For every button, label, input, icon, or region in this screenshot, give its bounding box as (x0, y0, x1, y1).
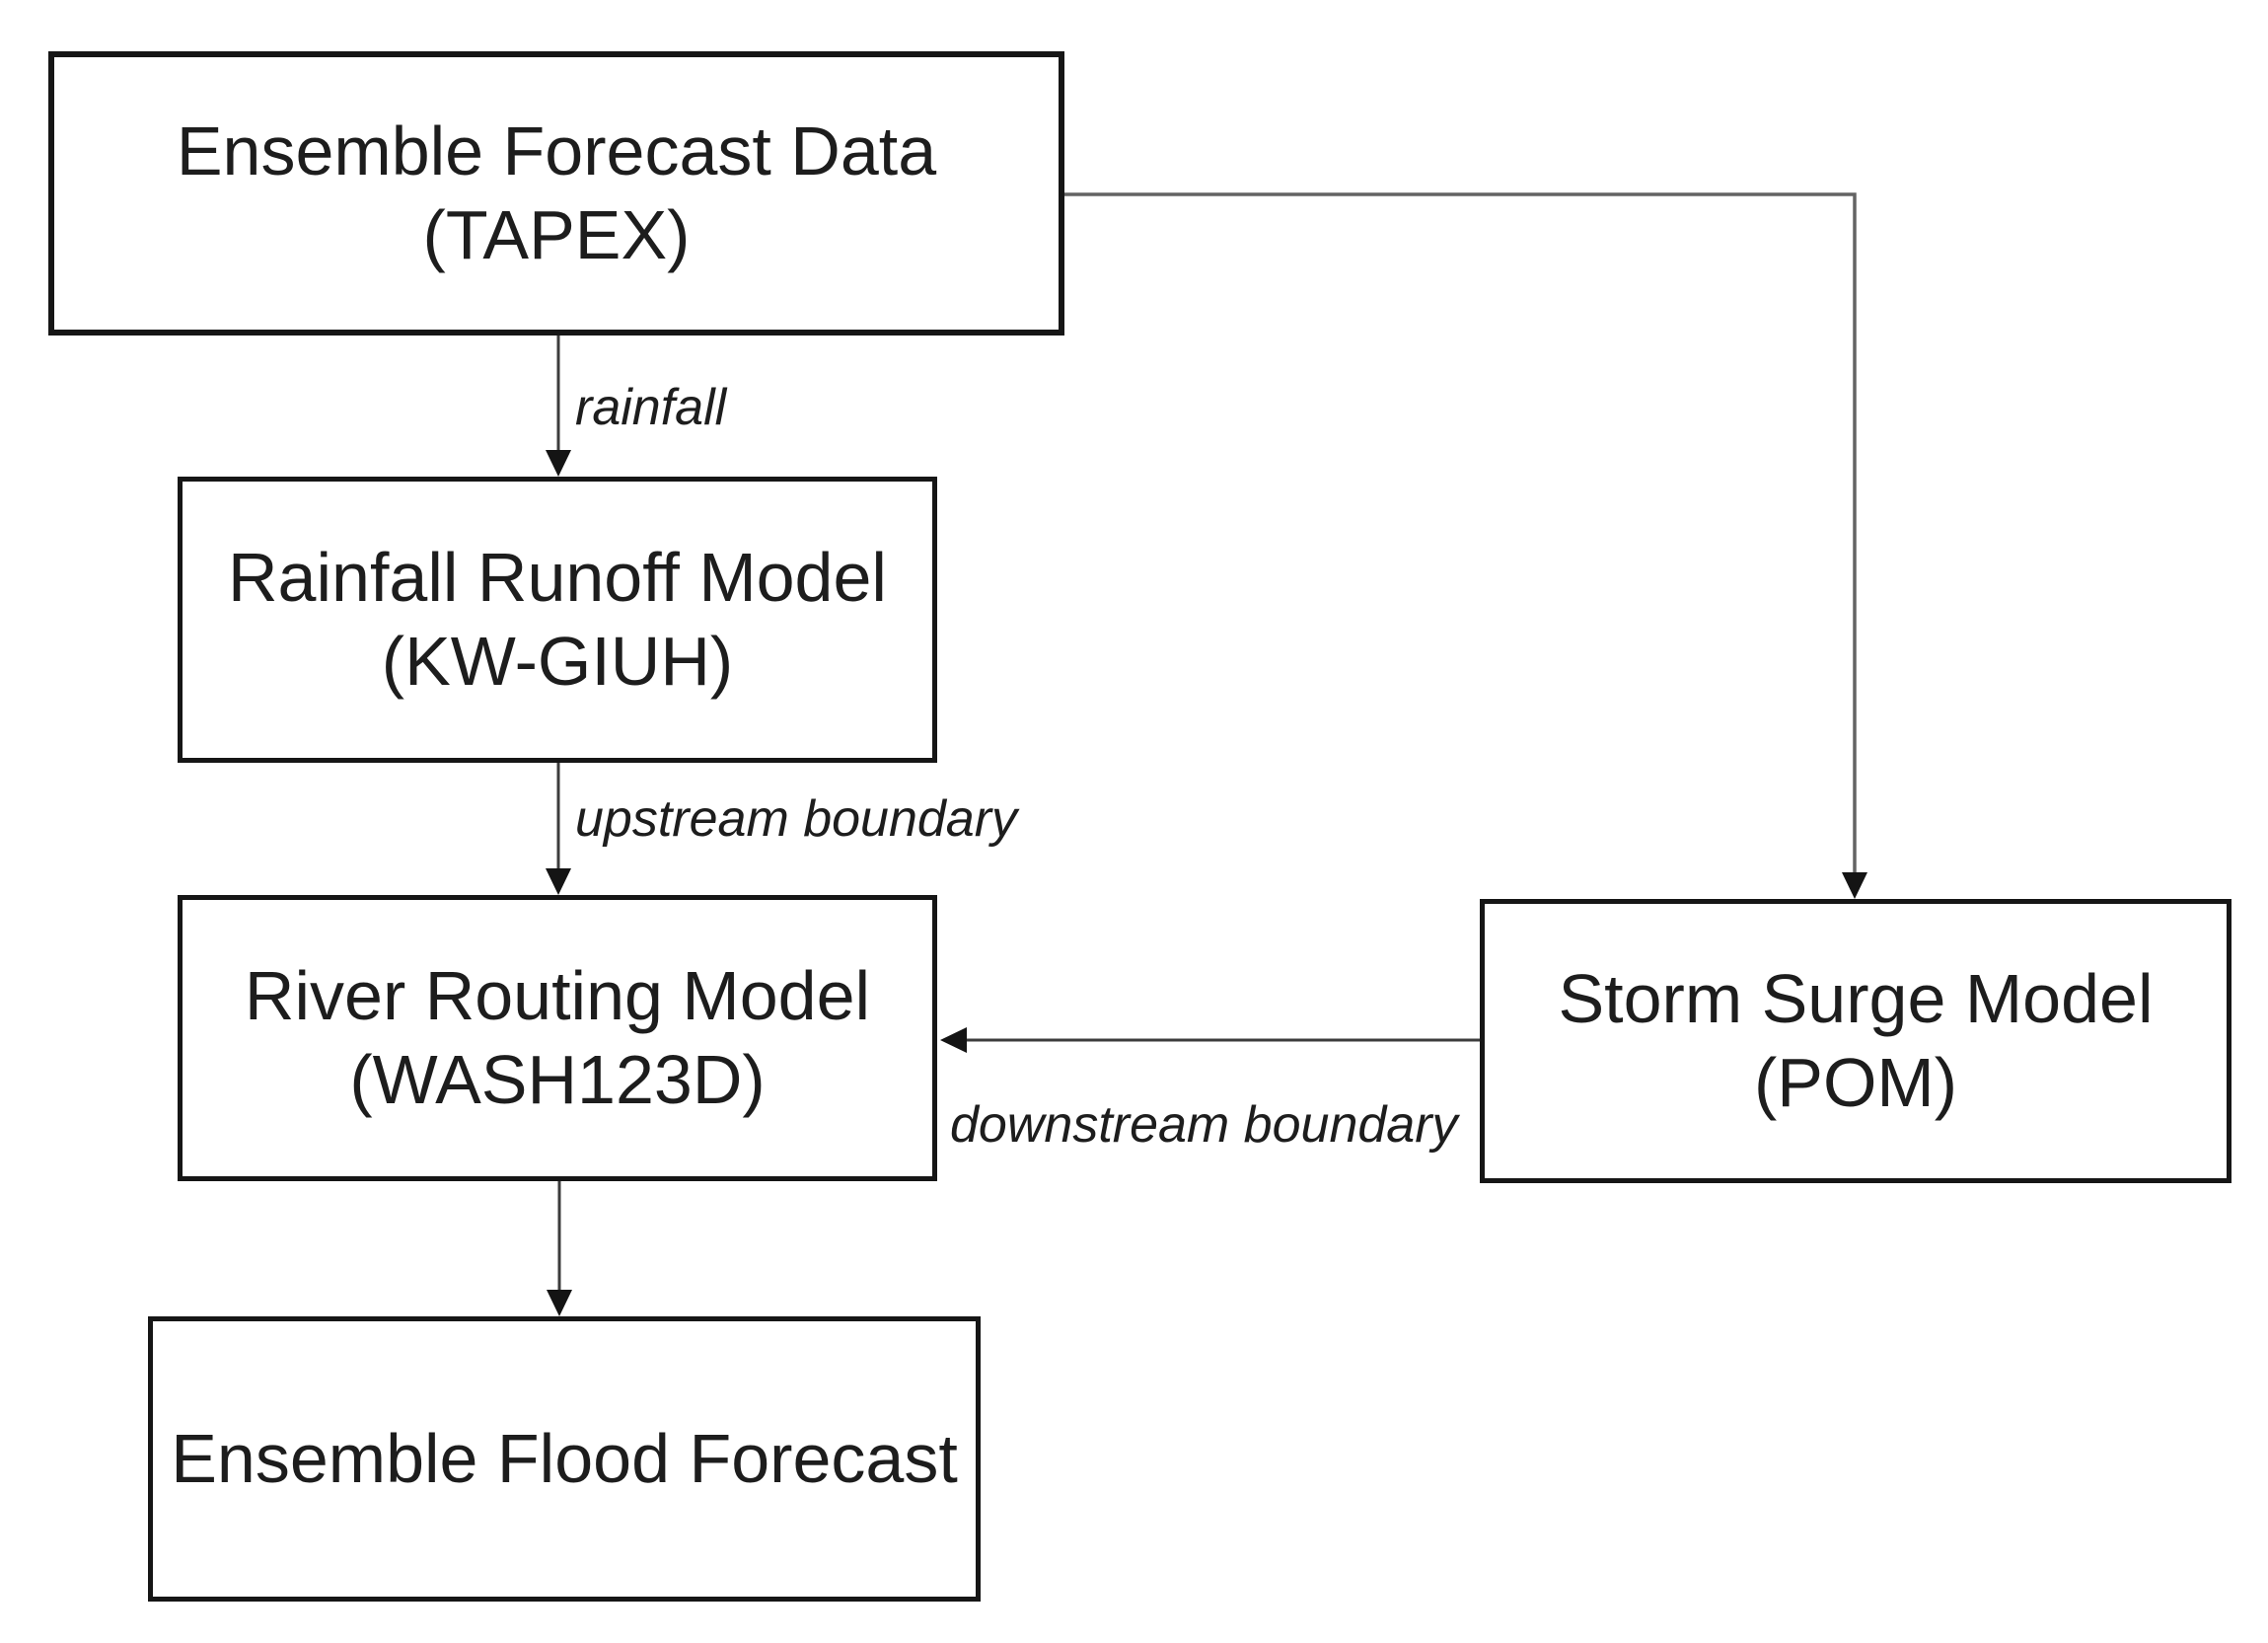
edge-upstream-arrowhead (546, 868, 571, 895)
node-storm-surge-model: Storm Surge Model (POM) (1480, 899, 2231, 1183)
node-label-line1: Rainfall Runoff Model (228, 539, 887, 616)
node-ensemble-flood-forecast: Ensemble Flood Forecast (148, 1316, 981, 1602)
node-label-line2: (TAPEX) (422, 196, 691, 273)
node-label-line2: (WASH123D) (349, 1041, 766, 1118)
node-river-routing-model: River Routing Model (WASH123D) (178, 895, 937, 1181)
edge-label-upstream-boundary: upstream boundary (575, 790, 1018, 848)
edge-rainfall-arrowhead (546, 450, 571, 477)
edge-flood-arrowhead (547, 1290, 572, 1316)
edge-tapex-pom-line (1064, 192, 1857, 874)
edge-label-rainfall: rainfall (575, 379, 727, 436)
node-ensemble-forecast-data: Ensemble Forecast Data (TAPEX) (48, 51, 1064, 336)
node-rainfall-runoff-model: Rainfall Runoff Model (KW-GIUH) (178, 477, 937, 763)
node-label-line1: Ensemble Flood Forecast (171, 1420, 958, 1497)
node-label-line2: (KW-GIUH) (381, 623, 734, 700)
node-label-line1: Storm Surge Model (1558, 960, 2154, 1037)
edge-label-downstream-boundary: downstream boundary (950, 1096, 1458, 1154)
edge-downstream-arrowhead (940, 1027, 967, 1053)
node-label-line1: River Routing Model (244, 957, 871, 1034)
edge-tapex-pom-arrowhead (1842, 872, 1867, 899)
node-label-line2: (POM) (1753, 1044, 1958, 1121)
node-label-line1: Ensemble Forecast Data (176, 112, 937, 189)
